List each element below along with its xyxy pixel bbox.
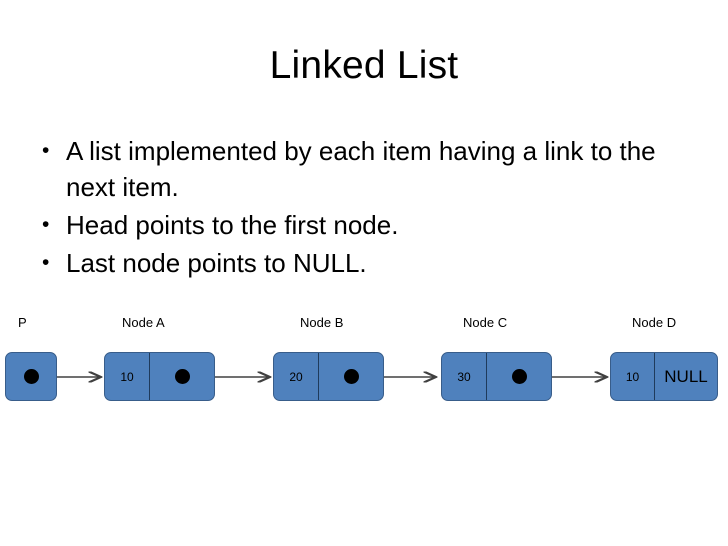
- bullet-marker-icon: •: [42, 251, 50, 274]
- label-node-b: Node B: [300, 315, 344, 330]
- node-d-value-cell: 10: [611, 353, 654, 400]
- bullet-list: • A list implemented by each item having…: [36, 133, 696, 283]
- bullet-item-1: • A list implemented by each item having…: [36, 133, 696, 205]
- bullet-item-3: • Last node points to NULL.: [36, 245, 696, 281]
- node-d-null-text: NULL: [664, 366, 708, 386]
- node-a-pointer-cell: [149, 353, 214, 400]
- node-p-pointer-cell: [6, 353, 56, 400]
- node-d-value: 10: [625, 369, 640, 384]
- bullet-text-1: A list implemented by each item having a…: [66, 136, 656, 202]
- node-b-pointer-cell: [318, 353, 383, 400]
- bullet-item-2: • Head points to the first node.: [36, 207, 696, 243]
- node-d-null-cell: NULL: [654, 353, 717, 400]
- bullet-text-3: Last node points to NULL.: [66, 248, 367, 278]
- bullet-marker-icon: •: [42, 139, 50, 162]
- node-p[interactable]: [5, 352, 57, 401]
- node-b[interactable]: 20: [273, 352, 384, 401]
- node-c-pointer-cell: [486, 353, 551, 400]
- node-c-value-cell: 30: [442, 353, 486, 400]
- label-p: P: [18, 315, 27, 330]
- pointer-dot-icon: [23, 369, 39, 384]
- node-b-value: 20: [289, 369, 303, 384]
- pointer-dot-icon: [343, 369, 359, 384]
- node-a-value-cell: 10: [105, 353, 149, 400]
- linked-list-diagram: P Node A Node B Node C Node D 10: [0, 300, 728, 420]
- node-c[interactable]: 30: [441, 352, 552, 401]
- label-node-d: Node D: [632, 315, 677, 330]
- label-node-c: Node C: [463, 315, 508, 330]
- node-b-value-cell: 20: [274, 353, 318, 400]
- label-node-a: Node A: [122, 315, 165, 330]
- node-a[interactable]: 10: [104, 352, 215, 401]
- node-d[interactable]: 10 NULL: [610, 352, 718, 401]
- page-title: Linked List: [269, 44, 459, 87]
- bullet-text-2: Head points to the first node.: [66, 210, 399, 240]
- pointer-dot-icon: [174, 369, 190, 384]
- node-a-value: 10: [120, 369, 134, 384]
- bullet-marker-icon: •: [42, 213, 50, 236]
- pointer-dot-icon: [511, 369, 527, 384]
- node-c-value: 30: [457, 369, 471, 384]
